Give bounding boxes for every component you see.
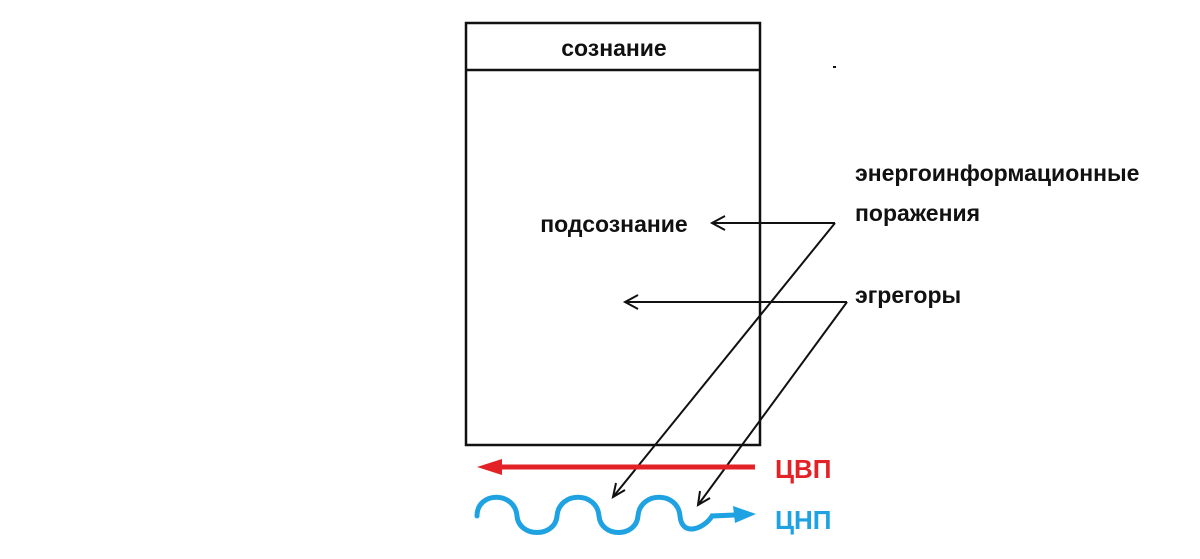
subconscious-label: подсознание [540,211,687,237]
energy-damage-label-line2: поражения [855,200,980,226]
arrow-egregors-to-cnp [697,301,848,506]
egregors-label: эгрегоры [855,282,961,308]
energy-damage-label-line1: энергоинформационные [855,160,1139,186]
consciousness-label: сознание [561,35,666,61]
arrow-energy-to-cnp [612,222,836,498]
cvp-arrow [477,459,755,475]
stray-dot [833,66,836,68]
egregor-arrows [622,294,848,507]
cnp-wave [474,494,756,535]
cvp-label: ЦВП [775,454,831,484]
cnp-label: ЦНП [775,505,831,535]
mind-box [464,21,762,447]
energy-arrows [611,215,836,500]
